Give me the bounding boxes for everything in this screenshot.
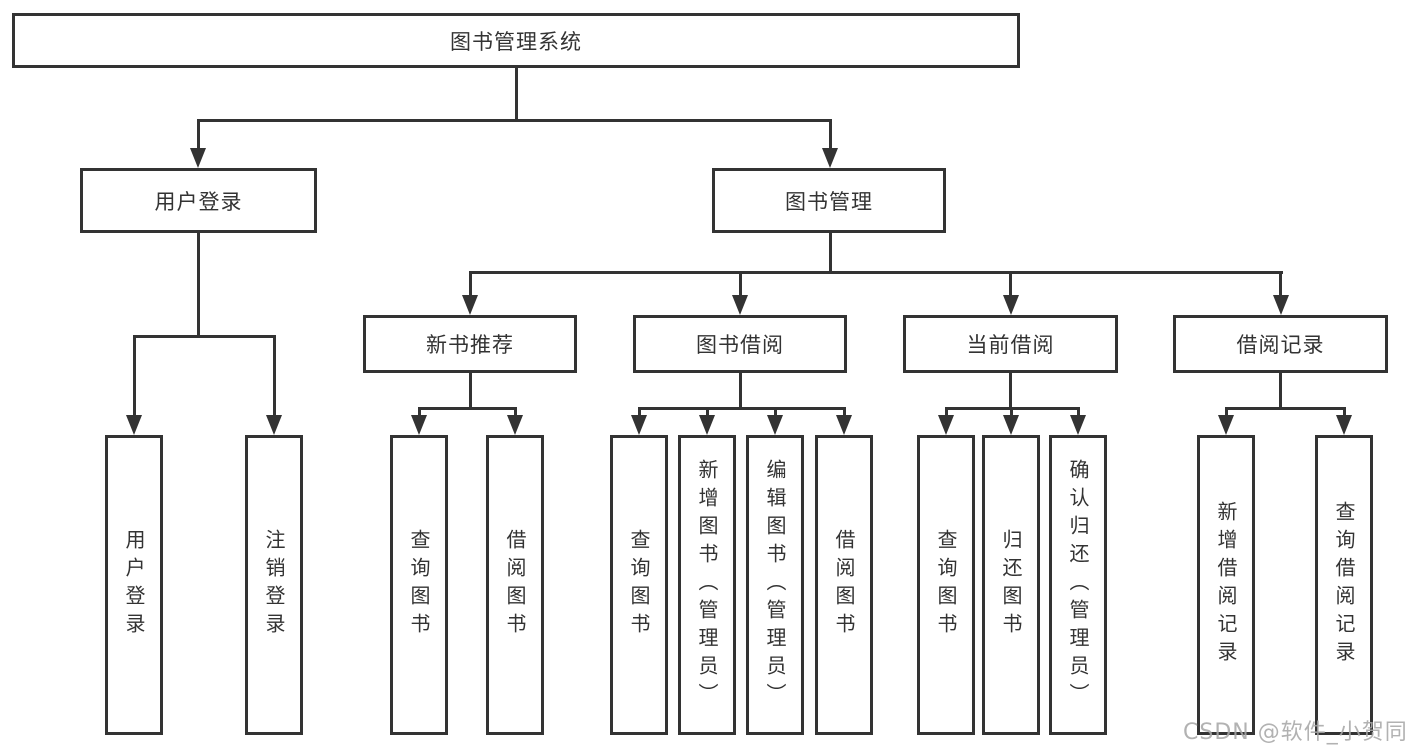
connector-line — [842, 407, 846, 417]
arrow-down-icon — [732, 295, 748, 315]
connector-line — [1009, 373, 1012, 409]
connector-line — [738, 373, 742, 409]
connector-line — [272, 335, 276, 417]
connector-line — [773, 407, 777, 417]
leaf-borrowing-edit-books-admin: 编辑图书（管理员） — [746, 435, 804, 735]
leaf-newbook-borrow-books: 借阅图书 — [486, 435, 544, 735]
connector-line — [1224, 407, 1228, 417]
connector-line — [1279, 271, 1282, 297]
arrow-down-icon — [126, 415, 142, 435]
connector-line — [417, 407, 517, 410]
arrow-down-icon — [462, 295, 478, 315]
connector-line — [637, 407, 641, 417]
leaf-current-confirm-return-admin: 确认归还（管理员） — [1049, 435, 1107, 735]
connector-line — [514, 68, 518, 121]
connector-line — [828, 233, 832, 274]
leaf-records-query-record: 查询借阅记录 — [1315, 435, 1373, 735]
leaf-logout: 注销登录 — [245, 435, 303, 735]
connector-line — [705, 407, 709, 417]
connector-line — [1076, 407, 1080, 417]
connector-line — [1342, 407, 1346, 417]
arrow-down-icon — [266, 415, 282, 435]
connector-line — [468, 373, 472, 409]
leaf-newbook-query-books: 查询图书 — [390, 435, 448, 735]
arrow-down-icon — [411, 415, 427, 435]
connector-line — [468, 271, 472, 297]
arrow-down-icon — [836, 415, 852, 435]
connector-line — [468, 271, 1283, 274]
leaf-borrowing-borrow-books: 借阅图书 — [815, 435, 873, 735]
connector-line — [1224, 407, 1346, 410]
connector-line — [1279, 373, 1282, 409]
arrow-down-icon — [190, 148, 206, 168]
arrow-down-icon — [1002, 295, 1019, 315]
leaf-current-return-books: 归还图书 — [982, 435, 1040, 735]
node-book-borrowing: 图书借阅 — [633, 315, 847, 373]
connector-line — [196, 119, 200, 150]
connector-line — [132, 335, 276, 338]
arrow-down-icon — [631, 415, 647, 435]
connector-line — [828, 119, 832, 150]
node-borrowing-records: 借阅记录 — [1173, 315, 1388, 373]
connector-line — [513, 407, 517, 417]
node-user-login: 用户登录 — [80, 168, 317, 233]
arrow-down-icon — [822, 148, 838, 168]
node-root: 图书管理系统 — [12, 13, 1020, 68]
connector-line — [196, 233, 200, 337]
arrow-down-icon — [1070, 415, 1086, 435]
arrow-down-icon — [1003, 415, 1019, 435]
node-book-management: 图书管理 — [712, 168, 946, 233]
node-new-book-recommend: 新书推荐 — [363, 315, 577, 373]
csdn-watermark: CSDN @软件_小贺同学 — [1183, 720, 1405, 745]
connector-line — [417, 407, 421, 417]
leaf-user-login: 用户登录 — [105, 435, 163, 735]
connector-line — [1009, 407, 1013, 417]
leaf-borrowing-query-books: 查询图书 — [610, 435, 668, 735]
connector-line — [132, 335, 136, 417]
arrow-down-icon — [507, 415, 523, 435]
arrow-down-icon — [1272, 295, 1289, 315]
leaf-records-add-record: 新增借阅记录 — [1197, 435, 1255, 735]
arrow-down-icon — [938, 415, 954, 435]
leaf-borrowing-add-books-admin: 新增图书（管理员） — [678, 435, 736, 735]
node-current-borrowing: 当前借阅 — [903, 315, 1118, 373]
leaf-current-query-books: 查询图书 — [917, 435, 975, 735]
arrow-down-icon — [1218, 415, 1234, 435]
connector-line — [738, 271, 742, 297]
arrow-down-icon — [1336, 415, 1352, 435]
connector-line — [1009, 271, 1012, 297]
connector-line — [944, 407, 948, 417]
arrow-down-icon — [767, 415, 783, 435]
arrow-down-icon — [699, 415, 715, 435]
connector-line — [196, 119, 832, 122]
connector-line — [637, 407, 846, 410]
